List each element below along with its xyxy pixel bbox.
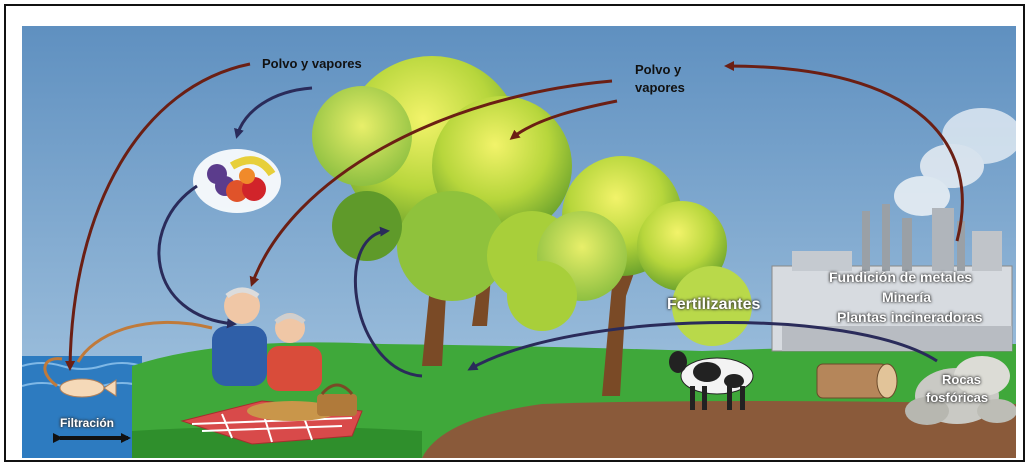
figure-frame: Polvo y vapores Polvo y vapores Fertiliz… xyxy=(4,4,1025,462)
water xyxy=(22,356,142,458)
label-mineria: Minería xyxy=(882,289,931,305)
environment-scene: Polvo y vapores Polvo y vapores Fertiliz… xyxy=(22,26,1016,458)
label-filtracion: Filtración xyxy=(60,416,114,430)
label-rocas-line1: Rocas xyxy=(942,372,981,387)
label-fertilizantes: Fertilizantes xyxy=(667,296,760,314)
label-rocas-line2: fosfóricas xyxy=(926,390,988,405)
log-icon xyxy=(817,364,897,398)
label-polvo-vapores-left: Polvo y vapores xyxy=(262,56,362,71)
label-polvo-right-line1: Polvo y xyxy=(635,62,681,77)
label-plantas: Plantas incineradoras xyxy=(837,309,983,325)
label-fundicion: Fundición de metales xyxy=(829,269,972,285)
fruit-basket-icon xyxy=(193,149,281,213)
label-polvo-right-line2: vapores xyxy=(635,80,685,95)
scene-illustration xyxy=(22,26,1016,458)
